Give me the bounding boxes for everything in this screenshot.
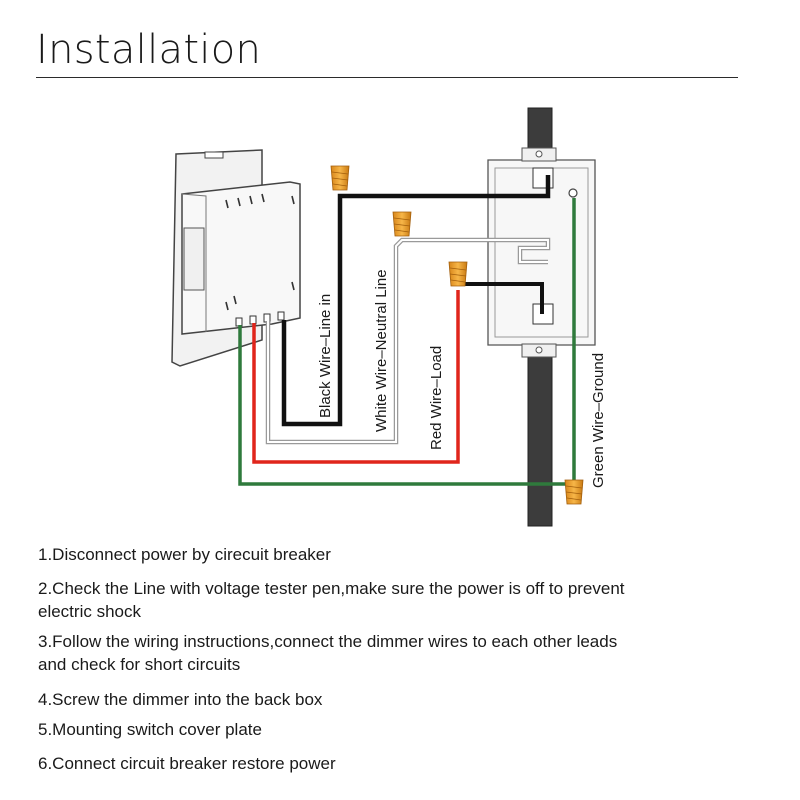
step-item: 1.Disconnect power by cirecuit breaker [38,545,331,564]
step-item: 4.Screw the dimmer into the back box [38,690,323,709]
green-ground-wire [238,198,576,486]
black-line-wire [281,175,551,427]
ground-screw-icon [568,188,578,198]
step-item: 2.Check the Line with voltage tester pen… [38,579,625,621]
dimmer-device [171,149,301,367]
wall-switch-box [487,147,596,358]
step-item: 3.Follow the wiring instructions,connect… [38,632,618,674]
dimmer-paddle [183,227,205,291]
red-load-wire [252,290,460,464]
label-red-wire: Red Wire–Load [428,346,445,450]
step-item: 5.Mounting switch cover plate [38,720,262,739]
label-white-wire: White Wire–Neutral Line [373,269,390,432]
wire-connector-icon [392,211,412,237]
page-title: Installation [36,27,262,73]
step-item: 6.Connect circuit breaker restore power [38,754,336,773]
white-neutral-wire [265,237,551,445]
wire-connector-icon [448,261,468,287]
label-green-wire: Green Wire–Ground [590,353,607,488]
dimmer-body [181,181,301,335]
wire-connector-icon [330,165,350,191]
title-divider [36,77,738,78]
wiring-diagram: Black Wire–Line in White Wire–Neutral Li… [171,107,607,527]
label-black-wire: Black Wire–Line in [317,294,334,418]
wire-connector-icon [564,479,584,505]
